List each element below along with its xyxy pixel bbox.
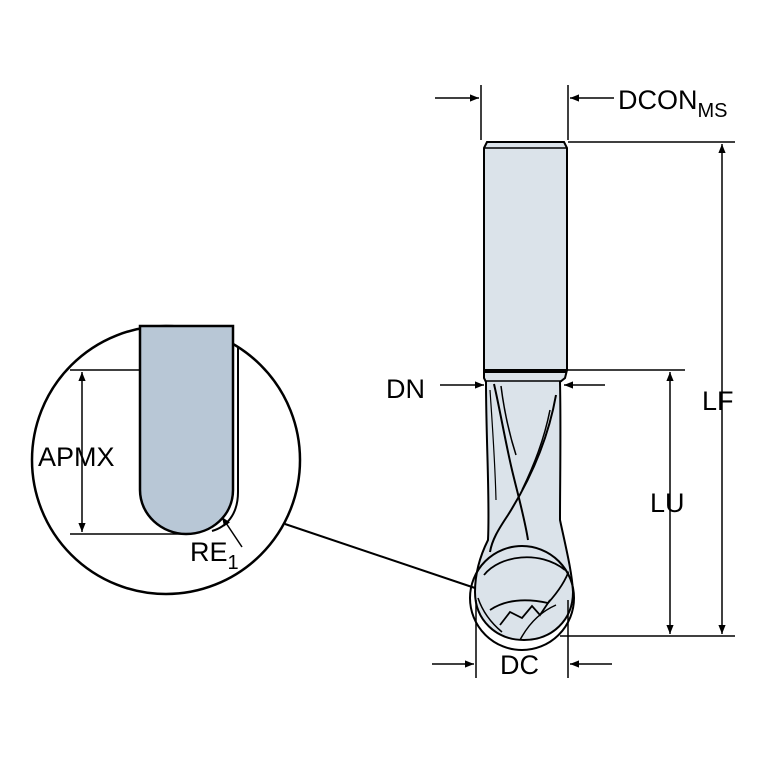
detail-connector-line bbox=[284, 523, 476, 589]
tool-shank bbox=[483, 141, 568, 371]
lu-label: LU bbox=[650, 488, 685, 518]
apmx-label: APMX bbox=[38, 442, 115, 472]
dcon-label: DCONMS bbox=[618, 85, 728, 122]
re-leader-arrow bbox=[221, 516, 243, 548]
detail-view bbox=[30, 324, 302, 596]
lf-dimension bbox=[560, 141, 735, 637]
dcon-dimension bbox=[435, 85, 614, 140]
lu-dimension bbox=[568, 369, 685, 634]
detail-focus-circle bbox=[469, 545, 575, 651]
dc-label: DC bbox=[500, 650, 539, 680]
tool-neck-flutes bbox=[473, 369, 575, 642]
lf-label: LF bbox=[702, 386, 734, 416]
dc-dimension bbox=[432, 600, 612, 678]
re-label: RE1 bbox=[190, 537, 239, 574]
dn-label: DN bbox=[386, 374, 425, 404]
